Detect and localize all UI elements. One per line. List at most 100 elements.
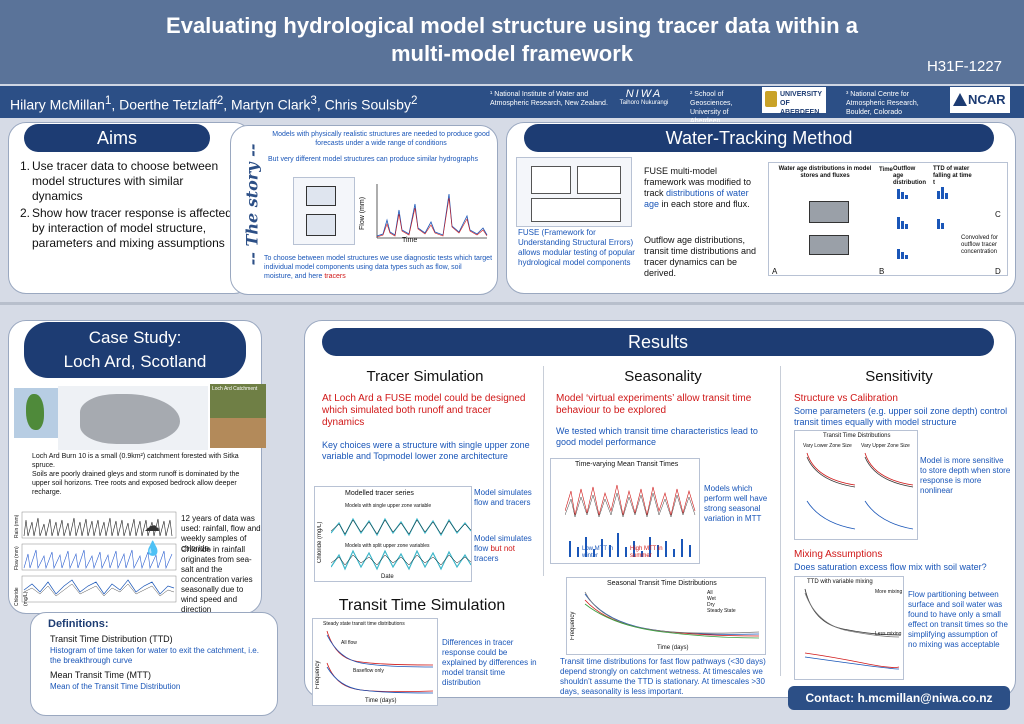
transit-chart-title: Steady state transit time distributions (323, 621, 405, 627)
tracer-title: Tracer Simulation (366, 368, 484, 385)
legend-steady: Steady State (707, 608, 736, 614)
case-data-text-1: 12 years of data was used: rainfall, flo… (181, 514, 261, 553)
sens-mixing-curves (804, 588, 900, 670)
sens-blue-2: Does saturation excess flow mix with soi… (794, 562, 987, 572)
tracer-chart-sub1: Models with single upper zone variable (345, 503, 432, 509)
tracer-note-2: Model simulates flow but not tracers (474, 534, 540, 564)
season-chart2-title: Seasonal Transit Time Distributions (607, 580, 717, 587)
season-mtt-lines (565, 484, 696, 557)
uk-map (14, 388, 58, 438)
season-note: Models which perform well have strong se… (704, 484, 768, 523)
results-col-divider-2 (780, 366, 781, 676)
tracer-chart-xlabel: Date (381, 574, 394, 580)
season-chart2-legend: All Wet Dry Steady State (707, 590, 736, 614)
aims-item-2-num: 2. (20, 206, 31, 220)
diagram-label-a: A (772, 267, 778, 276)
case-desc-1: Loch Ard Burn 10 is a small (0.9km²) cat… (32, 453, 239, 469)
poster-code: H31F-1227 (926, 58, 1002, 75)
results-title: Results (322, 328, 994, 356)
tracer-chart-ylabel: Chloride (mg/L) (317, 521, 323, 563)
aims-item-2-text: Show how tracer response is affected by … (32, 206, 232, 250)
sens-more-mixing: More mixing (875, 589, 903, 595)
aberdeen-crest-icon (765, 91, 777, 107)
tracer-chart-lines (331, 517, 471, 571)
title-line-2: multi-model framework (390, 41, 634, 66)
sens-chart-title: Transit Time Distributions (823, 433, 891, 439)
diagram-store-lower (809, 235, 849, 255)
model-structure-diagram (293, 177, 355, 245)
author-3: , Martyn Clark (223, 96, 311, 113)
transit-label-all: All flow (341, 640, 357, 646)
author-1-sup: 1 (104, 94, 112, 107)
season-blue-text: We tested which transit time characteris… (556, 426, 758, 447)
season-red-text: Model ‘virtual experiments’ allow transi… (556, 393, 752, 416)
season-chart2-ylabel: Frequency (570, 611, 576, 640)
contact-link[interactable]: Contact: h.mcmillan@niwa.co.nz (788, 686, 1010, 710)
season-high-mtt: High MTT in summer (630, 546, 663, 559)
ts-chloride-label: Chloride (mg/L) (14, 587, 29, 606)
sens-less-mixing: Less mixing (875, 631, 902, 637)
definitions-panel (30, 612, 278, 716)
ncar-logo-text: NCAR (968, 92, 1006, 107)
season-ttd-chart: Seasonal Transit Time Distributions All … (566, 577, 766, 655)
poster-title: Evaluating hydrological model structure … (40, 12, 984, 68)
story-panel (230, 125, 498, 295)
ncar-triangle-icon (953, 93, 967, 106)
store-box-lower (306, 214, 336, 236)
water-age-diagram: Water age distributions in model stores … (768, 162, 1008, 276)
catchment-map (58, 386, 208, 450)
transit-ylabel: Frequency (315, 660, 321, 689)
title-line-1: Evaluating hydrological model structure … (166, 13, 858, 38)
case-title-line-1: Case Study: (88, 328, 182, 347)
fuse-box-3 (531, 198, 621, 222)
water-paragraph-1: FUSE multi-model framework was modified … (644, 166, 760, 210)
sens-note-2: Flow partitioning between surface and so… (908, 590, 1008, 649)
tracer-red-text: At Loch Ard a FUSE model could be design… (322, 393, 526, 428)
sens-chart2-title: TTD with variable mixing (807, 579, 873, 585)
def-ttd-desc: Histogram of time taken for water to exi… (50, 646, 259, 665)
author-list: Hilary McMillan1, Doerthe Tetzlaff2, Mar… (10, 94, 417, 113)
transit-chart: Steady state transit time distributions … (312, 618, 438, 706)
fuse-box-1 (531, 166, 571, 194)
season-chart2-xlabel: Time (days) (657, 645, 689, 651)
uk-landmass (26, 394, 44, 430)
diagram-header-2: Time (879, 167, 893, 173)
sens-red-2: Mixing Assumptions (794, 549, 883, 560)
sens-blue-1: Some parameters (e.g. upper soil zone de… (794, 406, 1008, 427)
def-mtt: Mean Transit Time (MTT) (50, 670, 152, 680)
diagram-histograms (897, 187, 948, 259)
store-box-upper (306, 186, 336, 206)
story-vertical-text: -- The story -- (242, 143, 262, 266)
story-bottom-main: To choose between model structures we us… (264, 255, 493, 280)
results-col-divider-1 (543, 366, 544, 576)
water-tracking-title: Water-Tracking Method (524, 124, 994, 152)
water-drop-icon: 💧 (144, 540, 162, 556)
tracer-note-2c: tracers (474, 554, 499, 563)
case-title-line-2: Loch Ard, Scotland (63, 352, 207, 371)
author-3-sup: 3 (310, 94, 317, 107)
aberdeen-logo-line1: UNIVERSITY (780, 91, 823, 98)
case-desc-2: Soils are poorly drained gleys and storm… (32, 471, 240, 496)
case-description: Loch Ard Burn 10 is a small (0.9km²) cat… (32, 452, 258, 497)
author-bar (0, 84, 1024, 118)
aberdeen-logo: UNIVERSITY OF ABERDEEN (762, 87, 826, 116)
sens-mixing-chart: TTD with variable mixing More mixing Les… (794, 576, 904, 680)
water-p1-blue: distributions of water age (644, 188, 749, 209)
sens-red-1: Structure vs Calibration (794, 393, 898, 404)
niwa-logo-sub: Taihoro Nukurangi (619, 100, 669, 106)
water-paragraph-2: Outflow age distributions, transit time … (644, 235, 757, 278)
affiliation-aberdeen: ² School of Geosciences, University of A… (690, 91, 733, 125)
sens-ttd-curves (806, 452, 914, 530)
legend-wet: Wet (707, 596, 716, 602)
transit-xlabel: Time (days) (365, 698, 397, 704)
season-low-mtt: Low MTT in winter (582, 546, 614, 559)
affiliation-niwa: ¹ National Institute of Water and Atmosp… (490, 91, 608, 107)
case-study-title: Case Study: Loch Ard, Scotland (24, 322, 246, 378)
author-4: , Chris Soulsby (316, 96, 411, 113)
season-mtt-chart: Time-varying Mean Transit Times (550, 458, 700, 564)
row-divider (0, 302, 1024, 305)
case-timeseries (21, 511, 177, 603)
season-chart-title: Time-varying Mean Transit Times (575, 461, 679, 468)
fuse-box-2 (577, 166, 621, 194)
affiliation-ncar: ³ National Centre for Atmospheric Resear… (846, 91, 919, 116)
